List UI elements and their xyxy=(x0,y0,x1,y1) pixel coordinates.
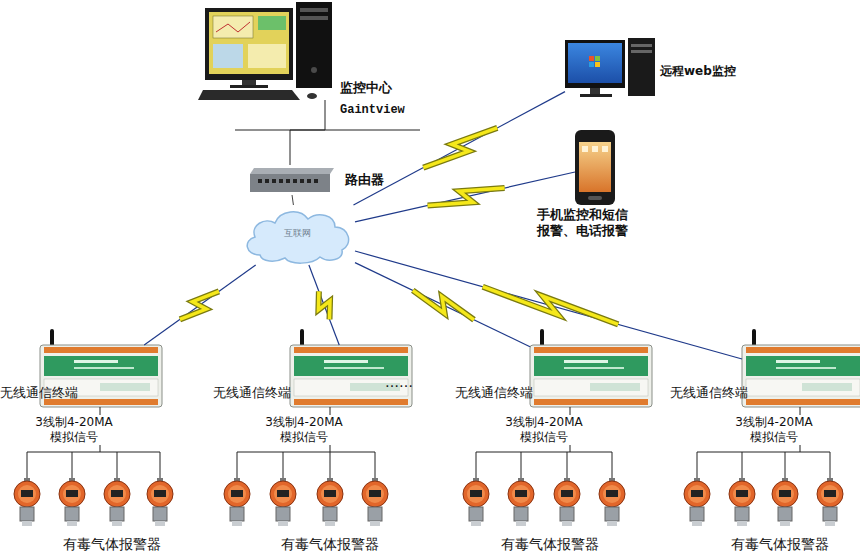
ellipsis-label: …… xyxy=(385,374,413,392)
terminal-device xyxy=(742,329,860,407)
node-label: 互联网 xyxy=(240,228,355,239)
detector-group: 有毒气体报警器 xyxy=(222,452,392,556)
node-label: 路由器 xyxy=(345,172,384,188)
node-label: 无线通信终端 xyxy=(0,385,78,401)
signal-label: 3线制4-20MA 模拟信号 xyxy=(260,415,348,445)
group-caption: 有毒气体报警器 xyxy=(52,536,172,554)
signal-label: 3线制4-20MA 模拟信号 xyxy=(500,415,588,445)
lan-bus xyxy=(235,130,420,131)
monitor-center: 监控中心Gaintview xyxy=(200,0,410,100)
connector xyxy=(355,251,742,359)
wireless-link xyxy=(355,251,742,359)
connector xyxy=(144,265,255,345)
lightning-bolt xyxy=(423,128,497,168)
terminal-device xyxy=(290,329,412,407)
group-caption: 有毒气体报警器 xyxy=(490,536,610,554)
monitor-pc xyxy=(198,2,332,100)
signal-label: 3线制4-20MA 模拟信号 xyxy=(730,415,818,445)
wireless-link xyxy=(309,265,339,345)
router-node: 路由器 xyxy=(250,165,330,195)
node-label: 手机监控和短信 报警、电话报警 xyxy=(532,207,632,240)
group-caption: 有毒气体报警器 xyxy=(720,536,840,554)
node-label: 监控中心 xyxy=(340,80,392,96)
lightning-bolt xyxy=(428,188,505,206)
node-label: 无线通信终端 xyxy=(213,385,291,401)
sensor-bus xyxy=(27,452,830,481)
node-label: 远程web监控 xyxy=(660,64,736,79)
bolt-outline xyxy=(318,291,330,319)
bolt-outline xyxy=(413,290,474,319)
lightning-bolt xyxy=(413,290,474,319)
detector-group: 有毒气体报警器 xyxy=(682,452,852,556)
group-caption: 有毒气体报警器 xyxy=(270,536,390,554)
detector-group: 有毒气体报警器 xyxy=(10,452,180,556)
node-label: 无线通信终端 xyxy=(670,385,748,401)
detector-group: 有毒气体报警器 xyxy=(460,452,630,556)
wireless-terminal: 无线通信终端 xyxy=(40,345,162,407)
bolt-outline xyxy=(483,287,619,325)
wire-line xyxy=(292,195,293,205)
wire-line xyxy=(290,100,325,165)
connector xyxy=(290,100,325,165)
internet-cloud: 互联网 xyxy=(240,205,355,265)
phone-alarm: 手机监控和短信 报警、电话报警 xyxy=(575,130,615,205)
web-pc xyxy=(565,38,655,97)
bolt-outline xyxy=(423,128,497,168)
terminal-device xyxy=(530,329,652,407)
router-device xyxy=(250,168,334,192)
wireless-terminal: 无线通信终端 xyxy=(742,345,860,407)
lightning-bolt xyxy=(318,291,330,319)
connector xyxy=(292,195,293,205)
wireless-link xyxy=(144,265,255,345)
web-monitor: 远程web监控 xyxy=(565,35,655,100)
detector-row xyxy=(14,478,843,526)
lightning-bolt xyxy=(180,291,219,319)
mobile-phone xyxy=(575,130,615,205)
lightning-bolt xyxy=(483,287,619,325)
bolt-outline xyxy=(428,188,505,206)
connector xyxy=(309,265,339,345)
wireless-terminal: 无线通信终端 xyxy=(530,345,652,407)
bolt-outline xyxy=(180,291,219,319)
signal-label: 3线制4-20MA 模拟信号 xyxy=(30,415,118,445)
node-label: Gaintview xyxy=(340,103,405,118)
node-label: 无线通信终端 xyxy=(455,385,533,401)
